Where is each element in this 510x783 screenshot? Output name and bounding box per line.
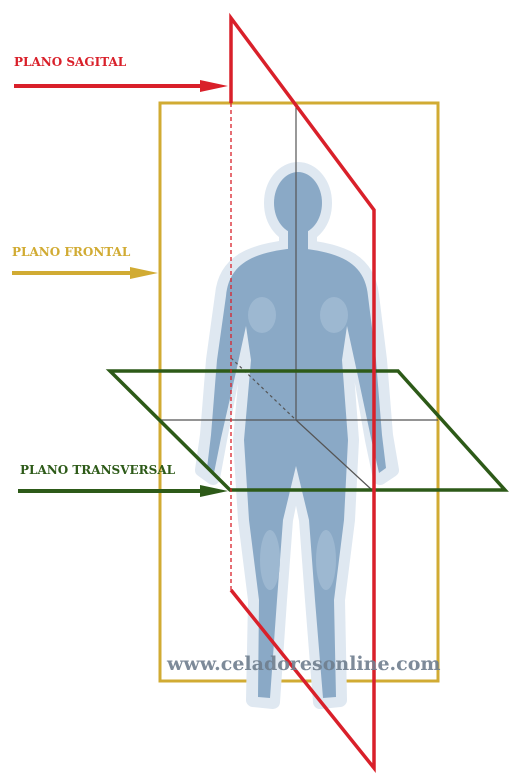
sagital-arrow bbox=[14, 80, 228, 92]
transversal-label: PLANO TRANSVERSAL bbox=[20, 463, 176, 477]
transversal-arrow bbox=[18, 485, 228, 497]
frontal-label: PLANO FRONTAL bbox=[12, 245, 131, 259]
frontal-arrow bbox=[12, 267, 158, 279]
watermark: www.celadoresonline.com bbox=[166, 653, 441, 675]
sagital-label: PLANO SAGITAL bbox=[14, 55, 127, 69]
